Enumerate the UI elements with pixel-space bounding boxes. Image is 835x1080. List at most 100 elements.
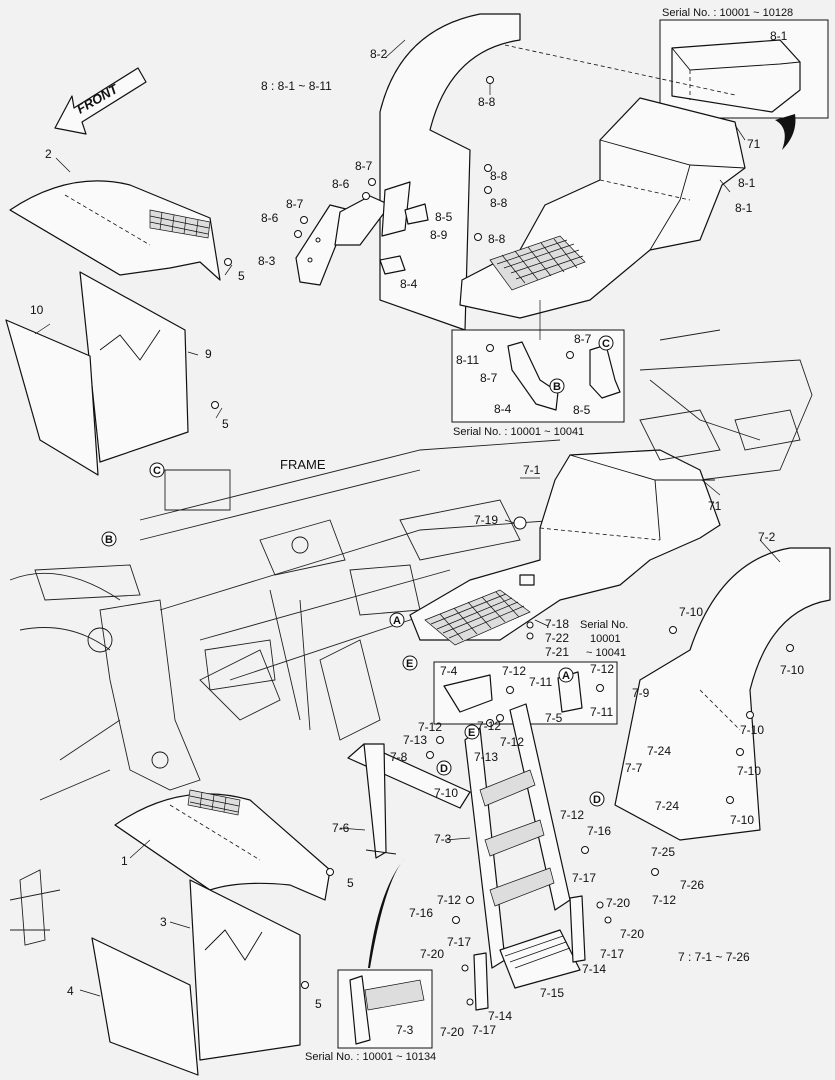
mud-flap-9 [79,271,189,463]
label-8-1: 8-1 [738,176,756,190]
plate-7-14a [569,895,586,963]
callout-d-bracket: D [436,760,452,776]
label-8-2: 8-2 [370,47,388,61]
label-7-12: 7-12 [477,719,501,733]
label-8-8: 8-8 [478,95,496,109]
label-5: 5 [315,997,322,1011]
label-7-11: 7-11 [590,705,613,719]
label-8-11: 8-11 [456,353,479,367]
label-7-17: 7-17 [572,871,596,885]
label-7-1: 7-1 [523,463,541,477]
label-7-12: 7-12 [652,893,676,907]
label-7-20: 7-20 [606,896,630,910]
label-8-8: 8-8 [490,196,508,210]
serial-notes: Serial No. : 10001 ~ 10128 Serial No. : … [305,7,793,1063]
inset-8-4-8-5 [451,300,625,423]
callout-b-frame: B [101,531,117,547]
label-8-7: 8-7 [355,159,373,173]
label-7-26: 7-26 [680,878,704,892]
label-7-17: 7-17 [472,1023,496,1037]
serial-bottom: Serial No. : 10001 ~ 10134 [305,1051,436,1063]
label-7-set: 7 : 7-1 ~ 7-26 [678,950,750,964]
label-8-6: 8-6 [332,177,350,191]
serial-right-line1: Serial No. [580,619,628,631]
label-7-17: 7-17 [447,935,471,949]
label-7-10: 7-10 [679,605,703,619]
callout-circles: C B C B A E A E D D [101,335,614,807]
label-7-20: 7-20 [440,1025,464,1039]
callout-c-inset: C [598,335,614,351]
callout-e-frame: E [402,655,418,671]
label-8-1: 8-1 [735,201,753,215]
label-71: 71 [747,137,761,151]
label-7-16: 7-16 [409,906,433,920]
label-7-19: 7-19 [474,513,498,527]
label-8-3: 8-3 [258,254,276,268]
label-7-13: 7-13 [474,750,498,764]
label-7-10: 7-10 [434,786,458,800]
step-cover-7-1 [409,449,721,646]
label-7-3: 7-3 [396,1023,414,1037]
label-8-7: 8-7 [574,332,592,346]
label-7-11: 7-11 [529,675,552,689]
label-7-12: 7-12 [437,893,461,907]
label-7-25: 7-25 [651,845,675,859]
label-7-24: 7-24 [647,744,671,758]
label-7-13: 7-13 [403,733,427,747]
inset-serial-bottom [337,858,433,1049]
plate-7-15 [499,929,581,989]
svg-text:E: E [468,727,475,739]
label-7-24: 7-24 [655,799,679,813]
label-7-4: 7-4 [440,664,458,678]
callout-d-fender: D [589,791,605,807]
label-71: 71 [708,499,722,513]
serial-right-line3: ~ 10041 [586,647,626,659]
label-7-20: 7-20 [620,927,644,941]
label-10: 10 [30,303,44,317]
label-4: 4 [67,984,74,998]
svg-text:C: C [153,465,161,477]
callout-a-inset: A [558,667,574,683]
leader-lines [34,39,781,997]
svg-text:A: A [562,670,570,682]
label-8-5: 8-5 [573,403,591,417]
callout-e-ladder: E [464,724,480,740]
label-7-12: 7-12 [560,808,584,822]
label-7-12: 7-12 [500,735,524,749]
inset-serial-top [659,19,829,150]
main-frame [9,329,813,801]
label-8-8: 8-8 [488,232,506,246]
label-8-8: 8-8 [490,169,508,183]
step-ladder-7-3 [464,703,571,969]
label-8-7: 8-7 [480,371,498,385]
label-7-10: 7-10 [730,813,754,827]
fender-7-2 [614,547,831,841]
fender-8-2 [379,13,736,331]
label-8-9: 8-9 [430,228,448,242]
svg-text:E: E [406,658,413,670]
mud-flap-4 [91,937,199,1076]
label-8-4: 8-4 [400,277,418,291]
label-5: 5 [347,876,354,890]
label-3: 3 [160,915,167,929]
plate-7-14b [473,952,489,1011]
label-8-7: 8-7 [286,197,304,211]
label-7-2: 7-2 [758,530,776,544]
svg-text:A: A [393,615,401,627]
label-7-21: 7-21 [545,645,569,659]
step-cover-8-1 [459,97,746,319]
bracket-8-4-top [379,255,406,275]
svg-text:B: B [553,381,561,393]
label-7-17: 7-17 [600,947,624,961]
serial-top: Serial No. : 10001 ~ 10128 [662,7,793,19]
label-7-12: 7-12 [590,662,614,676]
label-7-5: 7-5 [545,711,563,725]
label-7-10: 7-10 [737,764,761,778]
serial-right-line2: 10001 [590,633,621,645]
label-7-14: 7-14 [488,1009,512,1023]
label-8-set: 8 : 8-1 ~ 8-11 [261,79,332,93]
callout-b-inset: B [549,378,565,394]
label-8-5: 8-5 [435,210,453,224]
callout-a-frame: A [389,612,405,628]
